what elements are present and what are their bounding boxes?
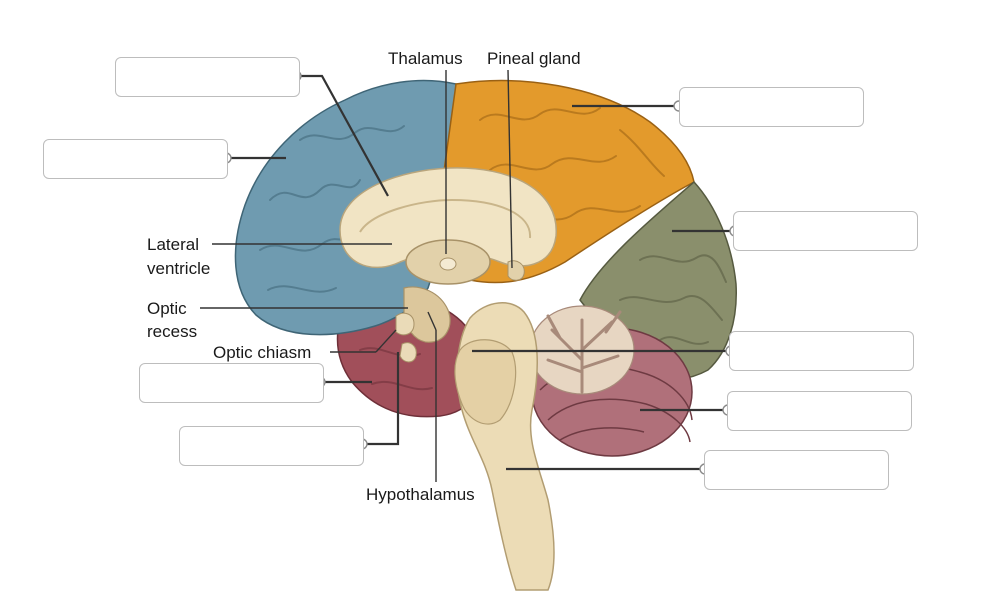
lateral-ventricle-label-line1: Lateral: [147, 235, 199, 254]
pons: [454, 339, 517, 425]
optic-recess-label-line2: recess: [147, 322, 198, 341]
drop-zone-9[interactable]: [179, 426, 364, 466]
hypothalamus-region: [403, 286, 451, 343]
optic-chiasm-leader-2: [375, 329, 397, 353]
drop-zone-4[interactable]: [733, 211, 918, 251]
leader-line-1: [296, 74, 389, 197]
frontal-lobe: [234, 79, 457, 336]
drop-zone-7[interactable]: [704, 450, 889, 490]
optic-chiasm-structure: [395, 312, 415, 336]
lateral-ventricle-label-line2: ventricle: [147, 259, 211, 278]
hypothalamus-leader-2: [427, 311, 437, 331]
leader-lines: [228, 74, 734, 471]
drop-zone-3[interactable]: [679, 87, 864, 127]
pineal-gland-label: Pineal gland: [487, 49, 581, 68]
optic-chiasm-label: Optic chiasm: [213, 343, 312, 362]
drop-zone-1[interactable]: [115, 57, 300, 97]
corpus-callosum: [339, 167, 557, 269]
thalamus-label: Thalamus: [388, 49, 463, 68]
optic-recess-label-line1: Optic: [147, 299, 187, 318]
drop-zone-2[interactable]: [43, 139, 228, 179]
pituitary: [399, 342, 417, 363]
leader-line-9: [364, 352, 400, 446]
hypothalamus-label: Hypothalamus: [366, 485, 475, 504]
drop-zone-6[interactable]: [727, 391, 912, 431]
drop-zone-5[interactable]: [729, 331, 914, 371]
label-leader-lines: [200, 69, 513, 482]
drop-zone-8[interactable]: [139, 363, 324, 403]
pineal-leader: [507, 69, 513, 269]
